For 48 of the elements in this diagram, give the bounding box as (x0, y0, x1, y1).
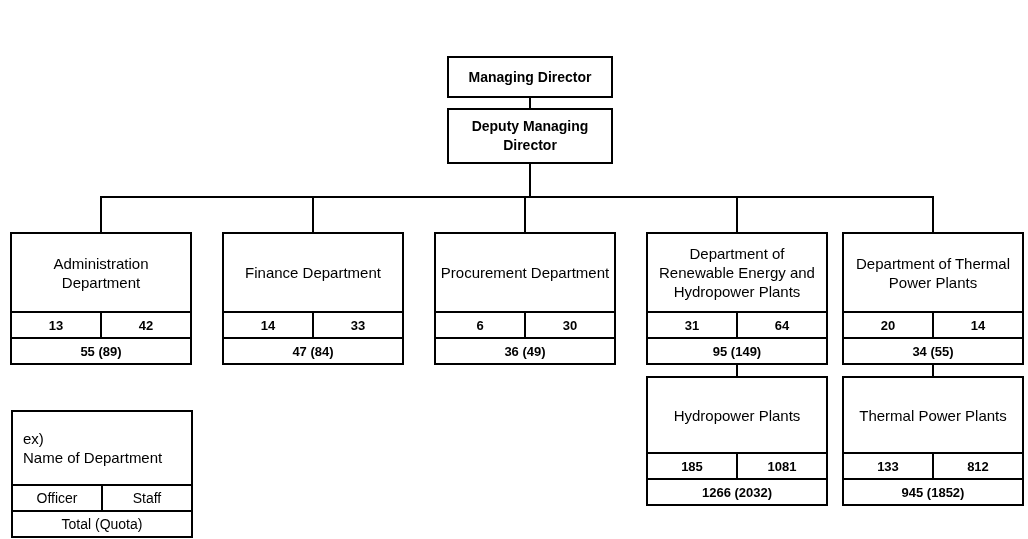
total-count: 34 (55) (844, 337, 1022, 363)
staff-count: 30 (524, 313, 614, 337)
total-count: 55 (89) (12, 337, 190, 363)
total-count: 945 (1852) (844, 478, 1022, 504)
legend-example-box (11, 410, 193, 538)
role-title: Deputy Managing Director (470, 117, 590, 155)
department-box (222, 232, 404, 365)
staff-count: 42 (100, 313, 190, 337)
total-count: 1266 (2032) (648, 478, 826, 504)
staff-count: 812 (932, 454, 1022, 478)
department-name: Administration Department (52, 253, 150, 292)
officer-count: 133 (876, 457, 900, 476)
connector-line (932, 364, 934, 377)
department-box (842, 376, 1024, 506)
department-name: Name of Department (23, 448, 163, 467)
staff-label: Staff (101, 486, 191, 510)
title-box (447, 108, 613, 164)
example-label: ex) (23, 429, 44, 448)
department-box (842, 232, 1024, 365)
department-box (646, 376, 828, 506)
department-box (646, 232, 828, 365)
department-box (10, 232, 192, 365)
department-name: Department of Renewable Energy and Hydropower Plants (658, 244, 816, 301)
connector-line (529, 97, 531, 109)
department-box (434, 232, 616, 365)
department-name: Procurement Department (440, 263, 610, 282)
officer-count: 14 (259, 316, 277, 335)
officer-count: 13 (47, 316, 65, 335)
department-name: Department of Thermal Power Plants (855, 253, 1011, 292)
total-count: 95 (149) (648, 337, 826, 363)
staff-count: 14 (932, 313, 1022, 337)
department-name: Hydropower Plants (673, 405, 801, 425)
connector-line (736, 364, 738, 377)
staff-count: 64 (736, 313, 826, 337)
total-count: 36 (49) (436, 337, 614, 363)
staff-count: 1081 (736, 454, 826, 478)
department-name: Finance Department (245, 263, 381, 282)
title-box (447, 56, 613, 98)
staff-count: 33 (312, 313, 402, 337)
total-label: Total (Quota) (13, 510, 191, 536)
officer-label: Officer (35, 489, 79, 508)
role-title: Managing Director (468, 67, 592, 87)
total-count: 47 (84) (224, 337, 402, 363)
officer-count: 185 (680, 457, 704, 476)
officer-count: 20 (879, 316, 897, 335)
department-name: Thermal Power Plants (859, 405, 1007, 425)
officer-count: 6 (475, 316, 485, 335)
officer-count: 31 (683, 316, 701, 335)
